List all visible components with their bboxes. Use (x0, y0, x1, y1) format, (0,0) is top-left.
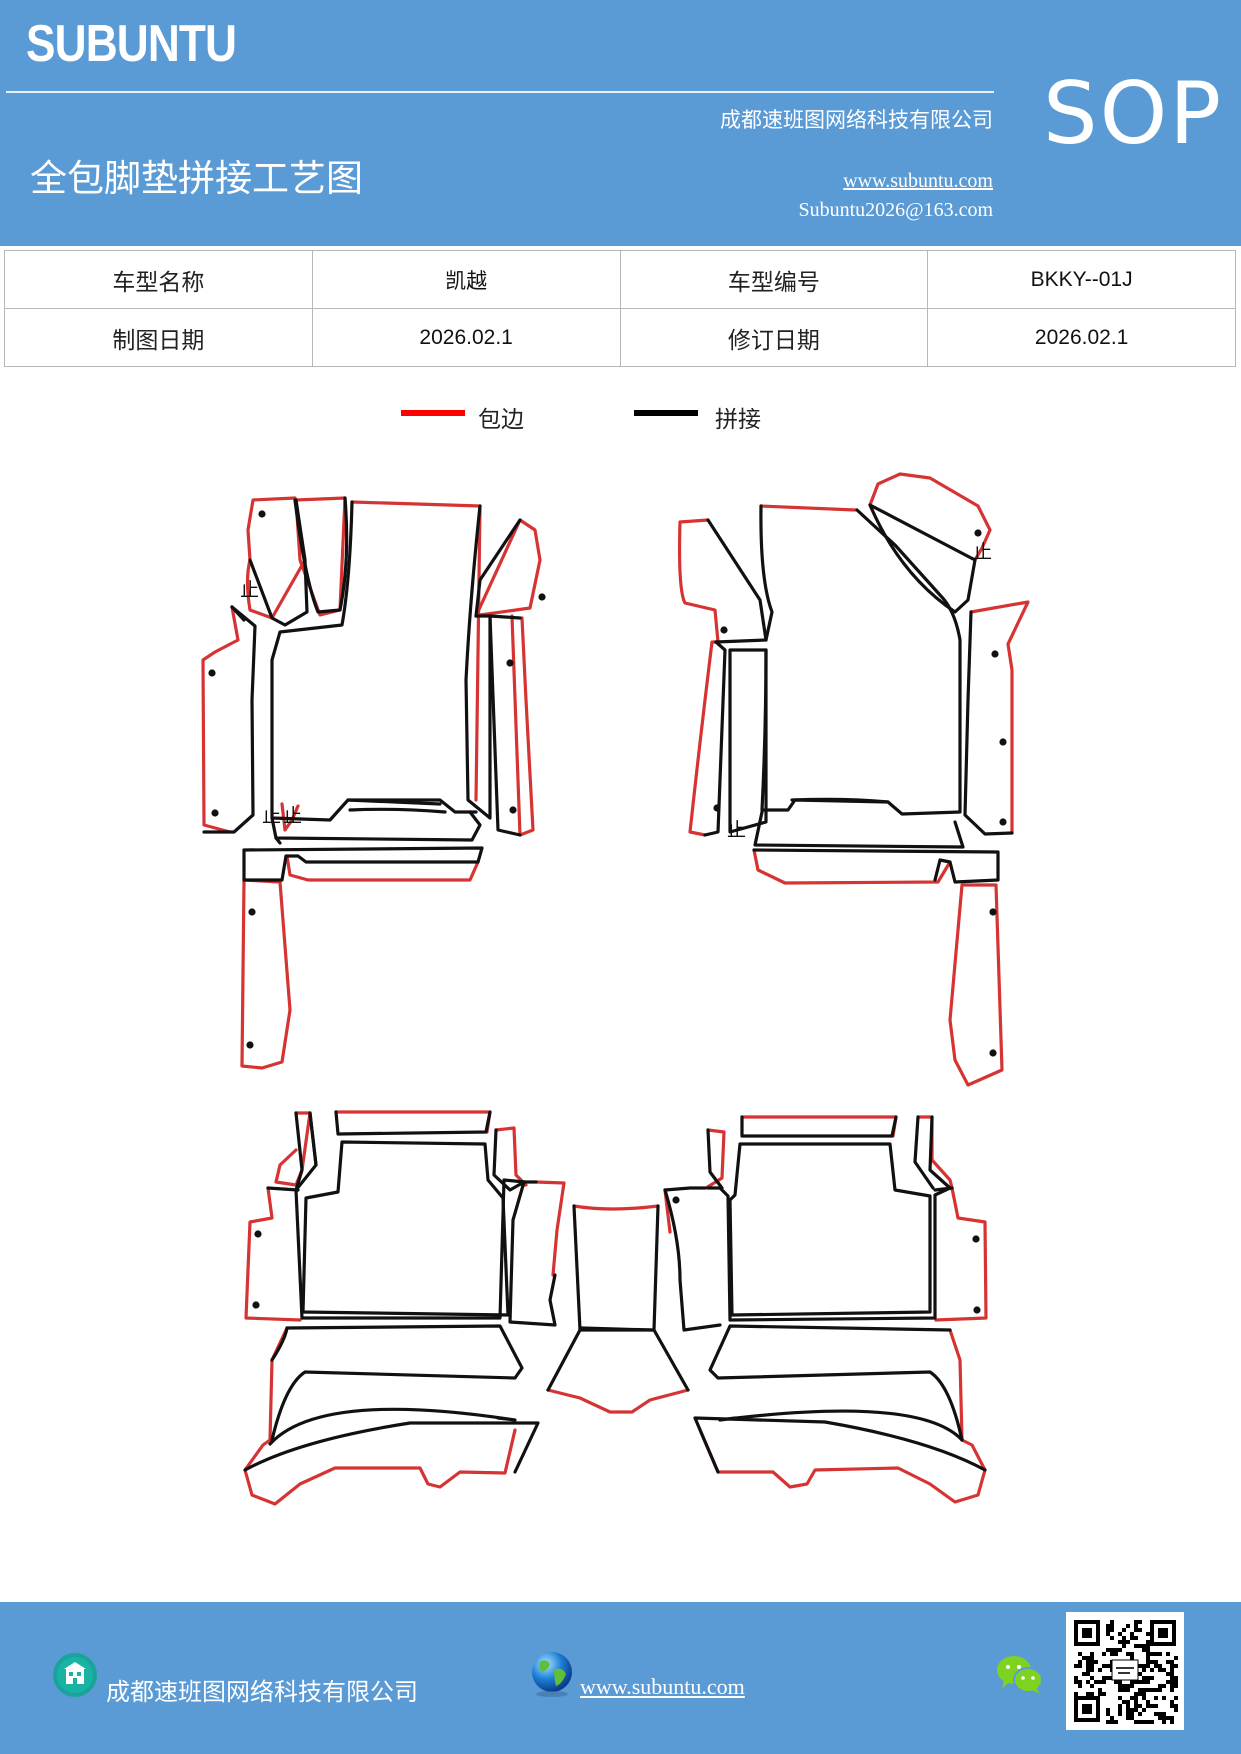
wechat-icon[interactable] (996, 1654, 1044, 1696)
email-address: Subuntu2026@163.com (798, 199, 993, 221)
website-link[interactable]: www.subuntu.com (843, 170, 993, 192)
qr-code-graphic (1074, 1620, 1178, 1724)
stop-mark: 止 (240, 579, 259, 601)
footer-website-link[interactable]: www.subuntu.com (580, 1674, 745, 1699)
company-name: 成都速班图网络科技有限公司 (720, 108, 993, 132)
header-divider (6, 91, 994, 93)
draw-date-label: 制图日期 (4, 308, 313, 367)
model-name-label: 车型名称 (4, 250, 313, 309)
footer-company-name: 成都速班图网络科技有限公司 (106, 1678, 418, 1706)
brand-logo: SUBUNTU (26, 15, 237, 73)
sop-badge: SOP (1043, 64, 1224, 164)
hem-legend-swatch (401, 410, 465, 416)
model-code-value: BKKY--01J (927, 250, 1236, 309)
rear-center-mat (546, 1204, 690, 1414)
page-title: 全包脚垫拼接工艺图 (30, 157, 363, 200)
qr-code (1066, 1612, 1184, 1730)
stop-mark: 止 (262, 805, 281, 827)
stop-mark: 止 (283, 805, 302, 827)
stop-mark: 止 (727, 819, 746, 841)
table-row: 制图日期 2026.02.1 修订日期 2026.02.1 (4, 308, 1236, 367)
table-row: 车型名称 凯越 车型编号 BKKY--01J (4, 250, 1236, 309)
globe-icon (528, 1650, 576, 1698)
revise-date-value: 2026.02.1 (927, 308, 1236, 367)
model-code-label: 车型编号 (619, 250, 929, 309)
draw-date-value: 2026.02.1 (311, 308, 621, 367)
legend: 包边 拼接 (0, 400, 1241, 440)
seam-legend-label: 拼接 (715, 407, 761, 433)
floor-mat-diagram: 止 止 止 止 止 (201, 472, 1030, 1506)
rear-left-mat (243, 1110, 566, 1506)
revise-date-label: 修订日期 (619, 308, 929, 367)
front-left-mat: 止 止 止 (201, 496, 546, 1070)
front-right-mat: 止 止 (677, 472, 1030, 1087)
rear-right-mat (663, 1115, 988, 1504)
page-header: SUBUNTU 成都速班图网络科技有限公司 全包脚垫拼接工艺图 www.subu… (0, 0, 1241, 246)
hem-legend-label: 包边 (478, 407, 524, 433)
stop-mark: 止 (973, 541, 992, 563)
info-table: 车型名称 凯越 车型编号 BKKY--01J 制图日期 2026.02.1 修订… (4, 250, 1236, 367)
building-icon (52, 1652, 98, 1698)
seam-legend-swatch (634, 410, 698, 416)
model-name-value: 凯越 (311, 250, 621, 309)
page-footer: 成都速班图网络科技有限公司 www.subuntu.com (0, 1602, 1241, 1754)
